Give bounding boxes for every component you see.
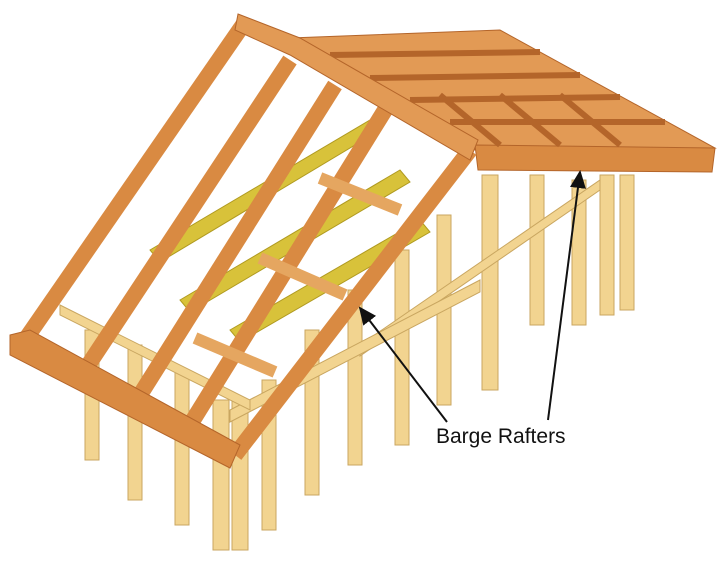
- arrow-to-rear-barge-rafter: [547, 170, 586, 421]
- flat-roof-frame: [288, 29, 717, 173]
- noggings: [192, 172, 403, 378]
- arrow-to-front-barge-rafter: [358, 306, 448, 423]
- fascia-board: [9, 329, 241, 469]
- ridge-board: [234, 13, 479, 161]
- barge-rafter-left: [18, 17, 252, 345]
- wall-studs: [59, 174, 635, 551]
- barge-rafter-right: [228, 145, 477, 460]
- barge-rafters-label: Barge Rafters: [436, 425, 566, 448]
